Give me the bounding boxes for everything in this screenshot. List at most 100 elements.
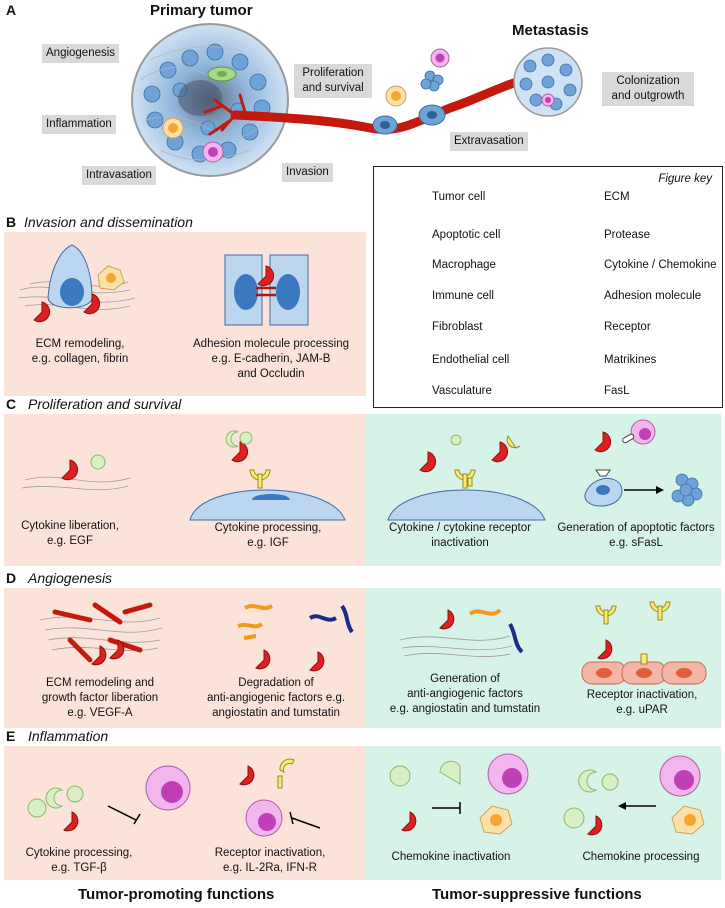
e-caption-chemokine-inactivation: Chemokine inactivation [376, 850, 526, 865]
key-fasl: FasL [604, 385, 630, 397]
c-apoptotic-factors-illustration [584, 419, 703, 507]
label-colonization-outgrowth: Colonization and outgrowth [602, 72, 694, 106]
circulating-cells [372, 48, 450, 135]
key-protease: Protease [604, 229, 651, 241]
b-cap2-l3: and Occludin [237, 368, 305, 380]
b-cap1-l1: ECM remodeling, [35, 338, 125, 350]
label-proliferation-l2: and survival [302, 82, 364, 94]
key-cytokine-chemokine: Cytokine / Chemokine [604, 259, 717, 271]
section-e-title: Inflammation [28, 728, 109, 744]
section-a-letter: A [6, 2, 17, 18]
e-caption-chemokine-processing: Chemokine processing [566, 850, 716, 865]
c-caption-apoptotic-factors: Generation of apoptotic factors e.g. sFa… [548, 521, 724, 551]
e-cap4-l1: Chemokine processing [582, 851, 700, 863]
d-cap1-l1: ECM remodeling and [45, 677, 155, 689]
figure-key-box: Figure key Tumor cell Apoptotic cell Mac… [373, 166, 723, 408]
d-cap2-l1: Degradation of [238, 677, 314, 689]
d-cap2-l3: angiostatin and tumstatin [212, 707, 340, 719]
e-cap2-l1: Receptor inactivation, [214, 847, 326, 859]
c-cytokine-liberation-illustration [21, 454, 131, 491]
label-inflammation: Inflammation [42, 115, 116, 134]
e-caption-receptor-inactivation: Receptor inactivation, e.g. IL-2Ra, IFN-… [200, 846, 340, 876]
d-cap1-l3: e.g. VEGF-A [67, 707, 133, 719]
b-cap2-l2: e.g. E-cadherin, JAM-B [211, 353, 331, 365]
e-cap1-l2: e.g. TGF-β [51, 862, 107, 874]
key-apoptotic-cell: Apoptotic cell [432, 229, 501, 241]
panel-c-promoting [4, 414, 366, 566]
primary-tumor-title: Primary tumor [150, 2, 253, 19]
c-cap4-l1: Generation of apoptotic factors [557, 522, 715, 534]
e-cytokine-processing-illustration [27, 765, 191, 832]
c-cap2-l1: Cytokine processing, [214, 522, 322, 534]
d-caption-ecm-growth-factor: ECM remodeling and growth factor liberat… [20, 676, 180, 721]
section-c-letter: C [6, 396, 17, 412]
panel-e-promoting [4, 746, 366, 880]
d-ecm-growth-factor-illustration [39, 602, 163, 666]
e-receptor-inactivation-illustration [239, 758, 321, 837]
vasculature-vessel [203, 73, 535, 136]
key-immune-cell: Immune cell [432, 290, 494, 302]
c-caption-cytokine-processing: Cytokine processing, e.g. IGF [200, 521, 336, 551]
d-cap1-l2: growth factor liberation [41, 692, 159, 704]
section-e-letter: E [6, 728, 16, 744]
key-matrikines: Matrikines [604, 354, 657, 366]
section-b-title: Invasion and dissemination [24, 214, 193, 230]
c-receptor-inactivation-illustration [387, 434, 546, 521]
d-cap4-l1: Receptor inactivation, [586, 689, 698, 701]
footer-tumor-suppressive: Tumor-suppressive functions [432, 886, 642, 903]
key-adhesion-molecule: Adhesion molecule [604, 290, 702, 302]
b-cap1-l2: e.g. collagen, fibrin [31, 353, 129, 365]
d-cap4-l2: e.g. uPAR [616, 704, 668, 716]
b-ecm-remodeling-illustration [17, 244, 136, 323]
b-adhesion-illustration [224, 254, 309, 326]
d-caption-generation: Generation of anti-angiogenic factors e.… [370, 672, 560, 717]
d-generation-illustration [399, 608, 524, 657]
figure-key-title: Figure key [658, 173, 712, 185]
c-caption-receptor-inactivation: Cytokine / cytokine receptor inactivatio… [370, 521, 550, 551]
c-cytokine-processing-illustration [189, 430, 346, 521]
e-cap1-l1: Cytokine processing, [25, 847, 133, 859]
b-cap2-l1: Adhesion molecule processing [193, 338, 349, 350]
e-cap2-l2: e.g. IL-2Ra, IFN-R [223, 862, 317, 874]
c-cap1-l1: Cytokine liberation, [21, 520, 119, 532]
d-caption-receptor-inactivation: Receptor inactivation, e.g. uPAR [574, 688, 710, 718]
d-receptor-inactivation-illustration [581, 601, 707, 685]
footer-tumor-promoting: Tumor-promoting functions [78, 886, 275, 903]
d-caption-degradation: Degradation of anti-angiogenic factors e… [186, 676, 366, 721]
e-cap3-l1: Chemokine inactivation [391, 851, 511, 863]
e-caption-cytokine-processing: Cytokine processing, e.g. TGF-β [14, 846, 144, 876]
key-endothelial-cell: Endothelial cell [432, 354, 510, 366]
e-chemokine-inactivation-illustration [389, 753, 529, 835]
c-cap3-l1: Cytokine / cytokine receptor [389, 522, 531, 534]
label-proliferation-l1: Proliferation [302, 67, 364, 79]
c-caption-cytokine-liberation: Cytokine liberation, e.g. EGF [6, 519, 134, 549]
section-d-title: Angiogenesis [28, 570, 113, 586]
label-intravasation: Intravasation [82, 166, 156, 185]
d-cap3-l2: anti-angiogenic factors [407, 688, 523, 700]
panel-d-promoting [4, 588, 366, 728]
section-b-letter: B [6, 214, 17, 230]
b-caption-ecm-remodeling: ECM remodeling, e.g. collagen, fibrin [10, 337, 150, 367]
d-cap3-l1: Generation of [430, 673, 500, 685]
label-angiogenesis: Angiogenesis [42, 44, 120, 63]
metastasis-title: Metastasis [512, 22, 589, 39]
label-invasion: Invasion [282, 163, 333, 182]
section-d-letter: D [6, 570, 17, 586]
c-cap2-l2: e.g. IGF [247, 537, 289, 549]
key-vasculature: Vasculature [432, 385, 492, 397]
label-extravasation: Extravasation [450, 132, 528, 151]
b-caption-adhesion: Adhesion molecule processing e.g. E-cadh… [176, 337, 366, 382]
key-ecm: ECM [604, 191, 630, 203]
c-cap1-l2: e.g. EGF [46, 535, 94, 547]
metastasis-mass [513, 47, 583, 117]
primary-tumor-mass [131, 23, 289, 177]
c-cap4-l2: e.g. sFasL [609, 537, 663, 549]
label-colonization-l1: Colonization [616, 75, 680, 87]
c-cap3-l2: inactivation [431, 537, 489, 549]
key-fibroblast: Fibroblast [432, 321, 483, 333]
d-cap2-l2: anti-angiogenic factors e.g. [206, 692, 346, 704]
key-tumor-cell: Tumor cell [432, 191, 486, 203]
key-receptor: Receptor [604, 321, 651, 333]
d-cap3-l3: e.g. angiostatin and tumstatin [389, 703, 541, 715]
